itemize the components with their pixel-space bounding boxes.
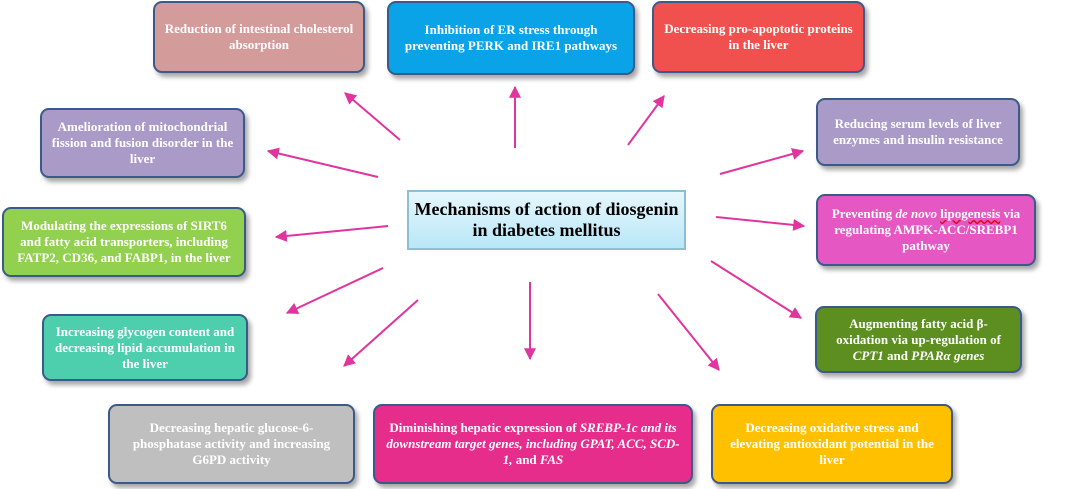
fao-mid: and: [883, 347, 912, 363]
box-lipogenesis: Preventing de novo lipogenesis via regul…: [816, 194, 1036, 266]
box-oxidative-text: Decreasing oxidative stress and elevatin…: [730, 420, 934, 467]
fao-pre: Augmenting fatty acid β-oxidation via up…: [836, 315, 1001, 347]
lipogenesis-word: lipogenesis: [940, 206, 1001, 221]
box-liver-enzymes: Reducing serum levels of liver enzymes a…: [816, 98, 1020, 166]
fao-gene1: CPT1: [852, 347, 884, 363]
box-glucose6p-text: Decreasing hepatic glucose-6-phosphatase…: [132, 420, 331, 467]
box-er-stress: Inhibition of ER stress through preventi…: [387, 1, 635, 75]
lipogenesis-pre: Preventing: [831, 206, 896, 221]
arrow-to-glucose6p: [343, 299, 419, 367]
arrow-to-glycogen: [285, 267, 384, 314]
arrow-to-liver-enzymes: [719, 148, 805, 175]
arrow-to-fatty-acid-oxidation: [710, 260, 803, 319]
box-er-stress-text: Inhibition of ER stress through preventi…: [404, 22, 618, 53]
center-title-box: Mechanisms of action of diosgenin in dia…: [407, 190, 686, 250]
srebp-pre: Diminishing hepatic expression of: [389, 420, 580, 435]
center-title-line2: diosgenin in diabetes mellitus: [472, 199, 679, 240]
arrow-to-mitochondrial: [266, 147, 379, 178]
arrow-to-pro-apoptotic: [627, 95, 665, 146]
box-pro-apoptotic: Decreasing pro-apoptotic proteins in the…: [652, 1, 865, 73]
box-srebp: Diminishing hepatic expression of SREBP-…: [373, 404, 693, 484]
box-mitochondrial: Amelioration of mitochondrial fission an…: [40, 108, 245, 178]
box-glucose6p: Decreasing hepatic glucose-6-phosphatase…: [108, 404, 355, 484]
lipogenesis-post: via regulating AMPK-ACC/SREBP1 pathway: [834, 206, 1021, 253]
box-intestinal-cholesterol: Reduction of intestinal cholesterol abso…: [153, 1, 365, 73]
fao-gene2: PPARα genes: [911, 347, 985, 363]
box-mitochondrial-text: Amelioration of mitochondrial fission an…: [51, 119, 234, 166]
center-title-line1: Mechanisms of action of: [414, 199, 601, 219]
box-intestinal-cholesterol-text: Reduction of intestinal cholesterol abso…: [164, 21, 354, 52]
box-oxidative: Decreasing oxidative stress and elevatin…: [711, 404, 953, 484]
lipogenesis-italic: de novo: [895, 206, 938, 221]
arrow-to-intestinal-cholesterol: [344, 92, 401, 141]
box-glycogen: Increasing glycogen content and decreasi…: [42, 314, 248, 381]
srebp-italic2: FAS: [539, 452, 564, 467]
box-pro-apoptotic-text: Decreasing pro-apoptotic proteins in the…: [664, 21, 853, 52]
box-sirt6-text: Modulating the expressions of SIRT6 and …: [17, 218, 231, 265]
box-fatty-acid-oxidation: Augmenting fatty acid β-oxidation via up…: [815, 306, 1022, 373]
box-sirt6: Modulating the expressions of SIRT6 and …: [2, 207, 246, 277]
arrow-to-sirt6: [274, 225, 389, 242]
arrow-to-oxidative: [657, 293, 720, 371]
box-glycogen-text: Increasing glycogen content and decreasi…: [55, 323, 235, 371]
srebp-mid: and: [512, 452, 540, 467]
arrow-to-lipogenesis: [715, 216, 806, 231]
box-liver-enzymes-text: Reducing serum levels of liver enzymes a…: [833, 116, 1003, 147]
srebp-italic1: SREBP-1c and its downstream target genes…: [386, 420, 680, 467]
